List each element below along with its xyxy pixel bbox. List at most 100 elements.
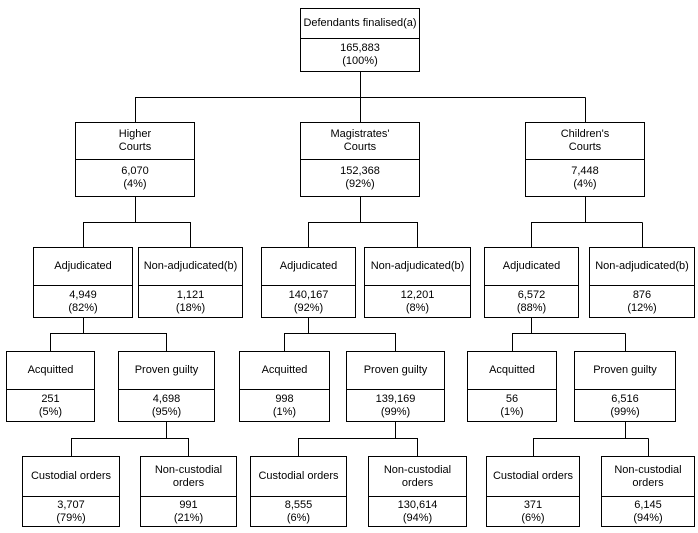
node-magistrates-adjudicated: Adjudicated 140,167 (92%) [261, 247, 356, 318]
node-label: Children's Courts [526, 123, 644, 160]
node-count: 876 [632, 288, 652, 301]
node-pct: (99%) [610, 405, 640, 418]
node-magistrates-non-custodial-orders: Non-custodial orders 130,614 (94%) [368, 456, 467, 527]
node-pct: (92%) [293, 301, 324, 314]
node-count: 3,707 [57, 498, 85, 511]
node-pct: (6%) [521, 511, 545, 524]
node-value: 3,707 (79%) [23, 497, 119, 526]
node-label: Adjudicated [485, 248, 578, 286]
node-label: Custodial orders [487, 457, 579, 497]
node-label: Custodial orders [23, 457, 119, 497]
node-count: 6,516 [611, 392, 639, 405]
node-higher-custodial-orders: Custodial orders 3,707 (79%) [22, 456, 120, 527]
node-count: 12,201 [400, 288, 435, 301]
node-value: 371 (6%) [487, 497, 579, 526]
node-value: 8,555 (6%) [251, 497, 346, 526]
node-label: Magistrates' Courts [301, 123, 419, 160]
node-label: Non-adjudicated(b) [365, 248, 470, 286]
node-childrens-non-adjudicated: Non-adjudicated(b) 876 (12%) [589, 247, 695, 318]
node-label: Non-custodial orders [602, 457, 694, 497]
node-pct: (79%) [56, 511, 86, 524]
node-label: Proven guilty [119, 352, 214, 390]
node-value: 1,121 (18%) [139, 286, 242, 317]
node-magistrates-proven-guilty: Proven guilty 139,169 (99%) [346, 351, 445, 422]
node-value: 7,448 (4%) [526, 160, 644, 196]
node-pct: (6%) [286, 511, 311, 524]
node-count: 991 [179, 498, 198, 511]
node-childrens-proven-guilty: Proven guilty 6,516 (99%) [574, 351, 676, 422]
node-count: 130,614 [397, 498, 438, 511]
node-count: 56 [505, 392, 519, 405]
node-value: 4,698 (95%) [119, 390, 214, 421]
node-label: Acquitted [7, 352, 94, 390]
node-higher-non-custodial-orders: Non-custodial orders 991 (21%) [140, 456, 237, 527]
node-magistrates-acquitted: Acquitted 998 (1%) [239, 351, 330, 422]
node-pct: (94%) [402, 511, 433, 524]
node-pct: (18%) [175, 301, 206, 314]
node-label: Adjudicated [262, 248, 355, 286]
node-count: 6,145 [634, 498, 662, 511]
node-count: 7,448 [571, 165, 599, 177]
node-pct: (12%) [627, 301, 657, 314]
node-count: 371 [523, 498, 543, 511]
node-label: Defendants finalised(a) [301, 9, 419, 39]
node-magistrates-courts: Magistrates' Courts 152,368 (92%) [300, 122, 420, 197]
node-label: Acquitted [468, 352, 556, 390]
node-childrens-courts: Children's Courts 7,448 (4%) [525, 122, 645, 197]
node-value: 56 (1%) [468, 390, 556, 421]
node-label: Adjudicated [34, 248, 132, 286]
node-pct: (1%) [500, 405, 524, 418]
node-value: 165,883 (100%) [301, 39, 419, 71]
node-label: Proven guilty [575, 352, 675, 390]
node-count: 139,169 [375, 392, 416, 405]
node-pct: (1%) [272, 405, 297, 418]
node-count: 8,555 [284, 498, 313, 511]
node-label: Higher Courts [76, 123, 194, 160]
node-count: 165,883 [340, 42, 380, 54]
node-pct: (88%) [516, 301, 547, 314]
node-defendants-finalised: Defendants finalised(a) 165,883 (100%) [300, 8, 420, 72]
node-count: 251 [41, 392, 60, 405]
node-value: 130,614 (94%) [369, 497, 466, 526]
node-value: 876 (12%) [590, 286, 694, 317]
node-label: Non-custodial orders [141, 457, 236, 497]
node-childrens-non-custodial-orders: Non-custodial orders 6,145 (94%) [601, 456, 695, 527]
node-pct: (21%) [173, 511, 204, 524]
node-count: 1,121 [176, 288, 205, 301]
node-count: 4,949 [69, 288, 97, 301]
node-childrens-acquitted: Acquitted 56 (1%) [467, 351, 557, 422]
node-value: 152,368 (92%) [301, 160, 419, 196]
node-label: Acquitted [240, 352, 329, 390]
node-value: 6,070 (4%) [76, 160, 194, 196]
node-value: 998 (1%) [240, 390, 329, 421]
node-label: Proven guilty [347, 352, 444, 390]
node-value: 991 (21%) [141, 497, 236, 526]
node-pct: (94%) [633, 511, 663, 524]
node-childrens-adjudicated: Adjudicated 6,572 (88%) [484, 247, 579, 318]
node-higher-acquitted: Acquitted 251 (5%) [6, 351, 95, 422]
node-magistrates-custodial-orders: Custodial orders 8,555 (6%) [250, 456, 347, 527]
node-value: 6,145 (94%) [602, 497, 694, 526]
node-count: 998 [275, 392, 294, 405]
node-label: Non-adjudicated(b) [590, 248, 694, 286]
node-pct: (92%) [345, 178, 375, 190]
node-pct: (5%) [38, 405, 63, 418]
node-pct: (4%) [123, 178, 147, 190]
node-higher-courts: Higher Courts 6,070 (4%) [75, 122, 195, 197]
node-count: 140,167 [288, 288, 329, 301]
node-label: Non-custodial orders [369, 457, 466, 497]
node-pct: (82%) [68, 301, 98, 314]
node-count: 4,698 [152, 392, 181, 405]
node-label: Non-adjudicated(b) [139, 248, 242, 286]
node-pct: (100%) [342, 55, 378, 67]
node-count: 152,368 [340, 165, 380, 177]
node-count: 6,070 [121, 165, 149, 177]
node-pct: (4%) [573, 178, 597, 190]
node-pct: (8%) [405, 301, 430, 314]
node-count: 6,572 [517, 288, 546, 301]
node-label: Custodial orders [251, 457, 346, 497]
node-pct: (95%) [151, 405, 182, 418]
node-value: 6,572 (88%) [485, 286, 578, 317]
